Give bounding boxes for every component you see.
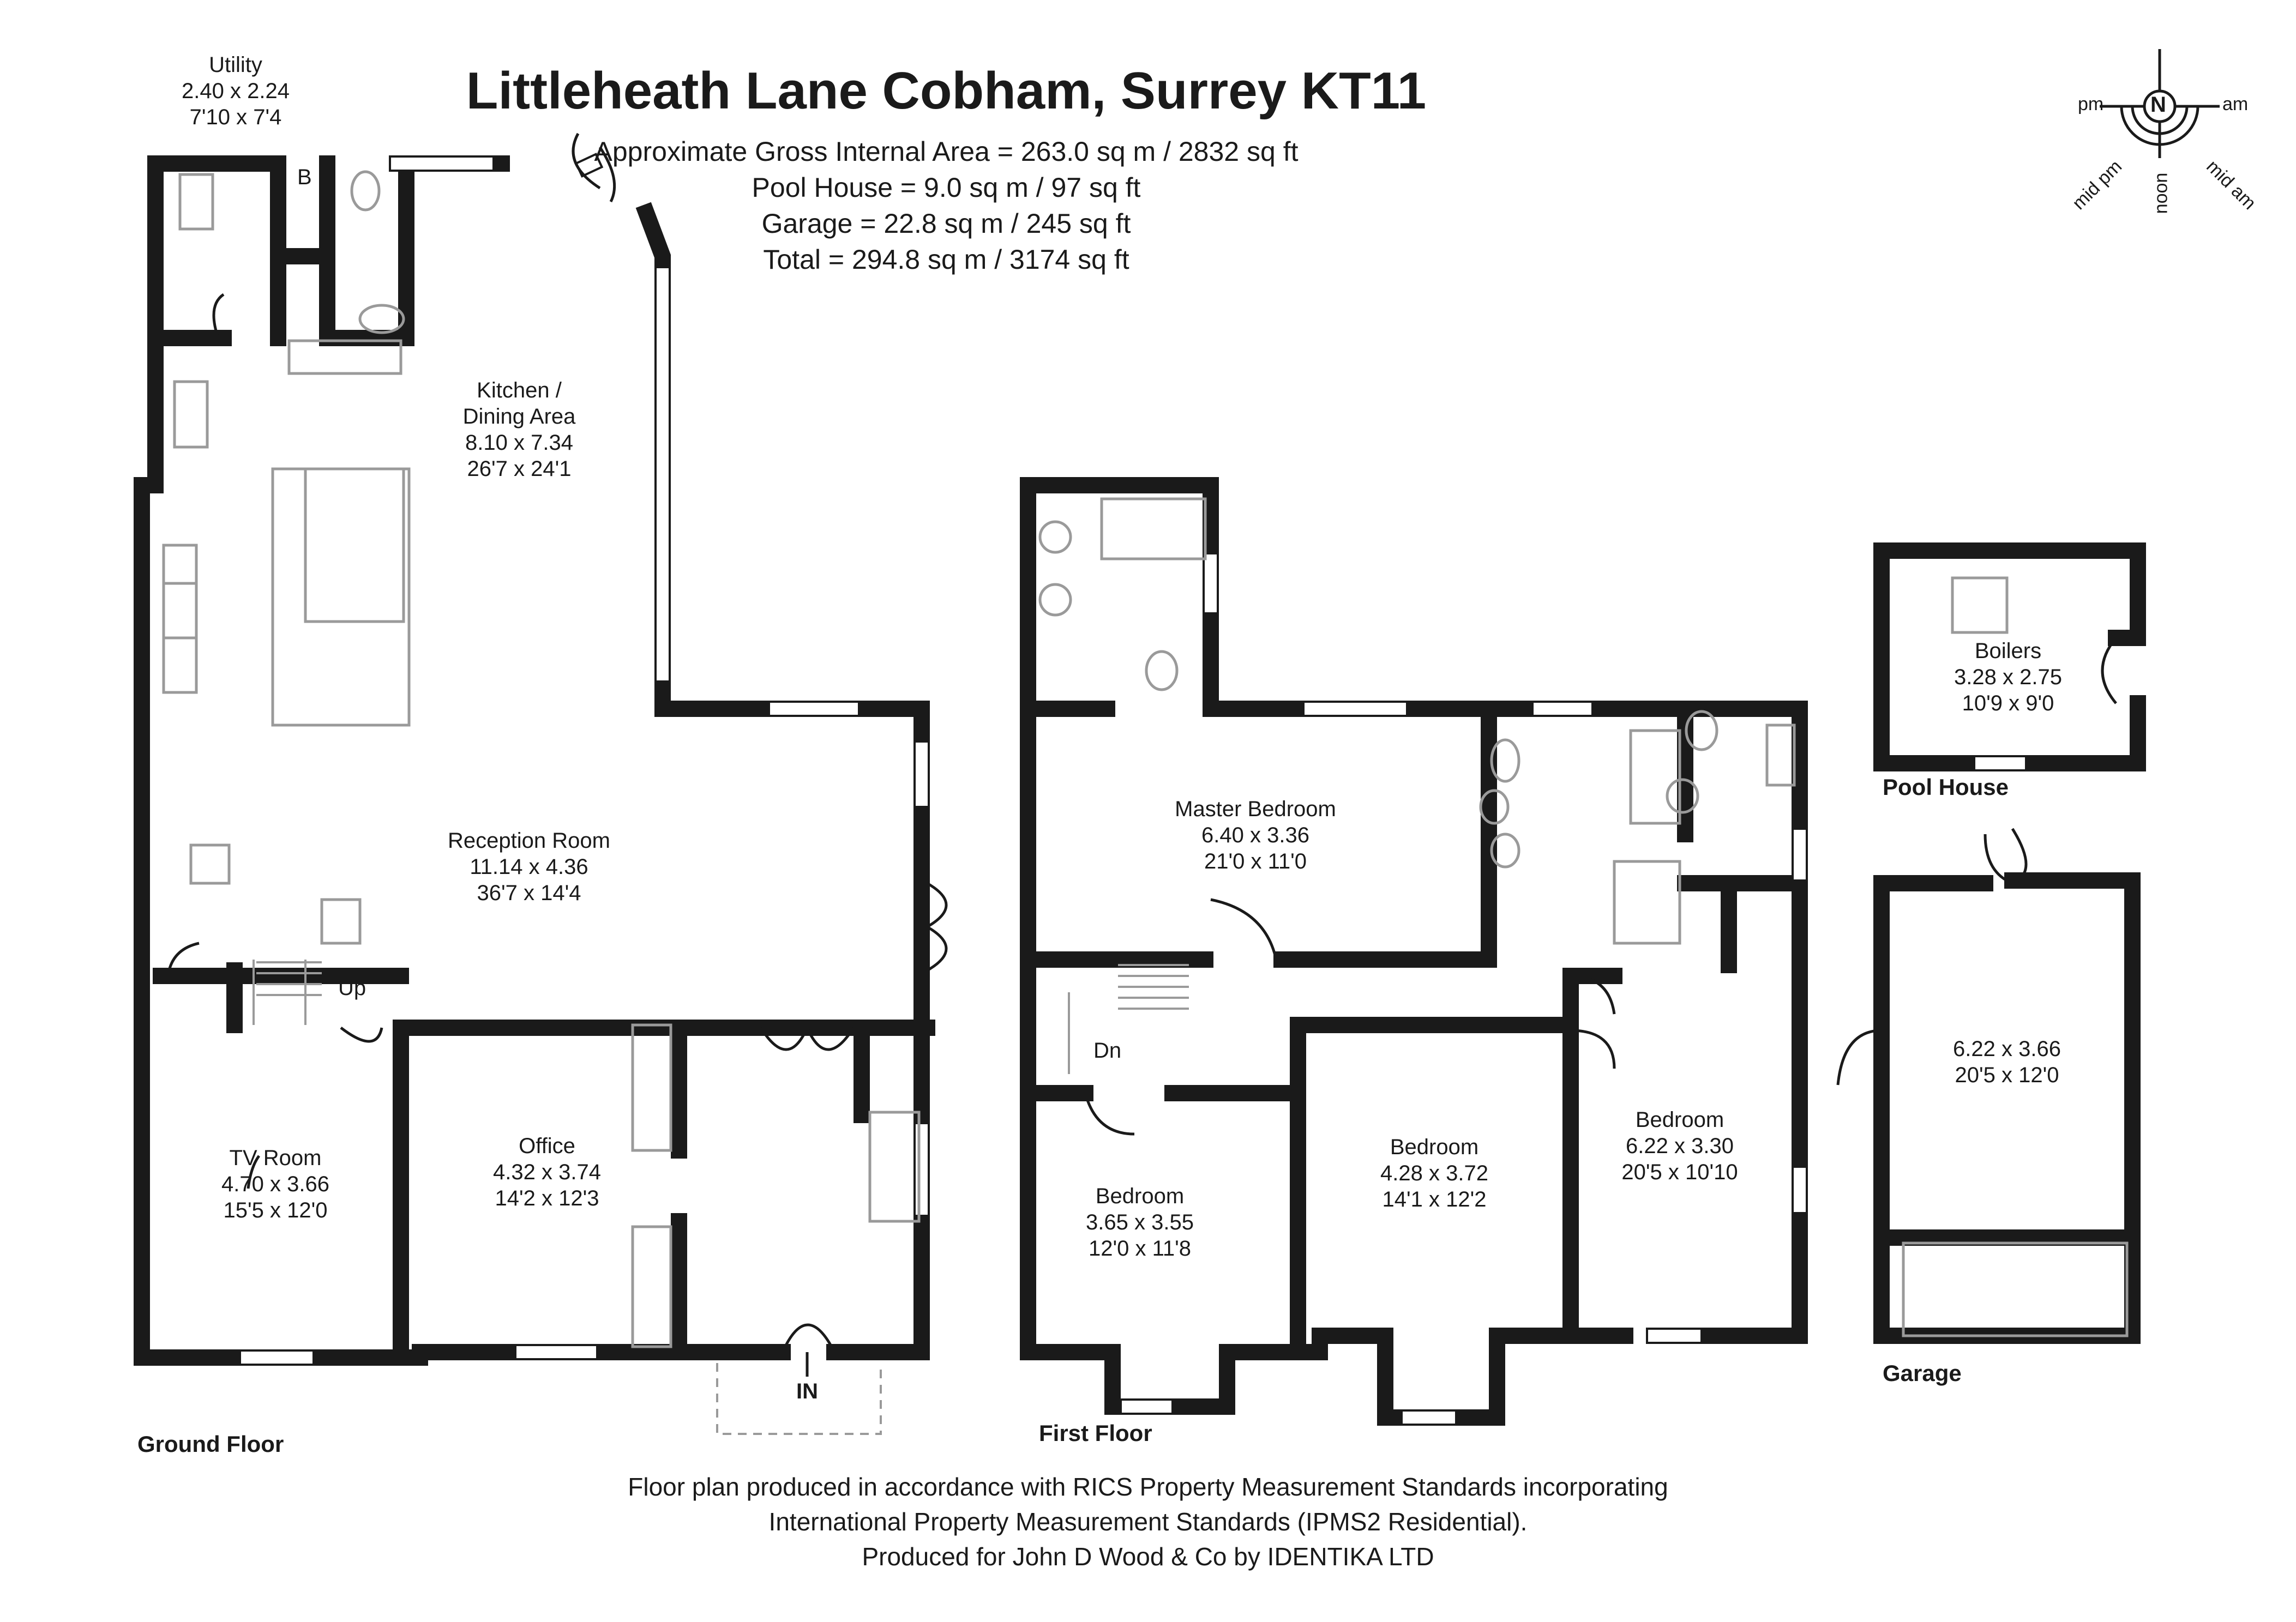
garage-walls [1873, 872, 2141, 1344]
gross-area: Approximate Gross Internal Area = 263.0 … [594, 136, 1299, 167]
compass-rose [2100, 49, 2220, 158]
pool-house-area: Pool House = 9.0 sq m / 97 sq ft [752, 172, 1141, 203]
fixtures [162, 170, 2129, 1348]
footer-line-1: Floor plan produced in accordance with R… [628, 1473, 1668, 1501]
windows [239, 153, 2027, 1426]
boiler-marker: B [297, 165, 312, 189]
footer-line-3: Produced for John D Wood & Co by IDENTIK… [862, 1542, 1434, 1571]
stairs-down-marker: Dn [1093, 1039, 1122, 1063]
stairs-up-marker: Up [338, 976, 366, 1000]
ground-floor-label: Ground Floor [137, 1431, 284, 1457]
entrance-marker: IN [796, 1379, 818, 1403]
first-floor-walls [1020, 477, 1808, 1426]
compass-noon: noon [2150, 172, 2172, 214]
garage-area: Garage = 22.8 sq m / 245 sq ft [761, 208, 1131, 239]
garage-label: Garage [1883, 1360, 1962, 1386]
first-floor-label: First Floor [1039, 1420, 1152, 1446]
footer-line-2: International Property Measurement Stand… [768, 1508, 1528, 1536]
compass-north: N [2150, 93, 2166, 117]
compass-am: am [2222, 94, 2249, 114]
pool-house-walls [1873, 542, 2146, 771]
pool-house-label: Pool House [1883, 774, 2009, 800]
page-title: Littleheath Lane Cobham, Surrey KT11 [466, 62, 1427, 120]
porch-outline [716, 1363, 882, 1435]
door-swings [167, 132, 2117, 1353]
total-area: Total = 294.8 sq m / 3174 sq ft [763, 244, 1129, 275]
compass-pm: pm [2078, 94, 2104, 114]
stairs [253, 960, 1189, 1074]
